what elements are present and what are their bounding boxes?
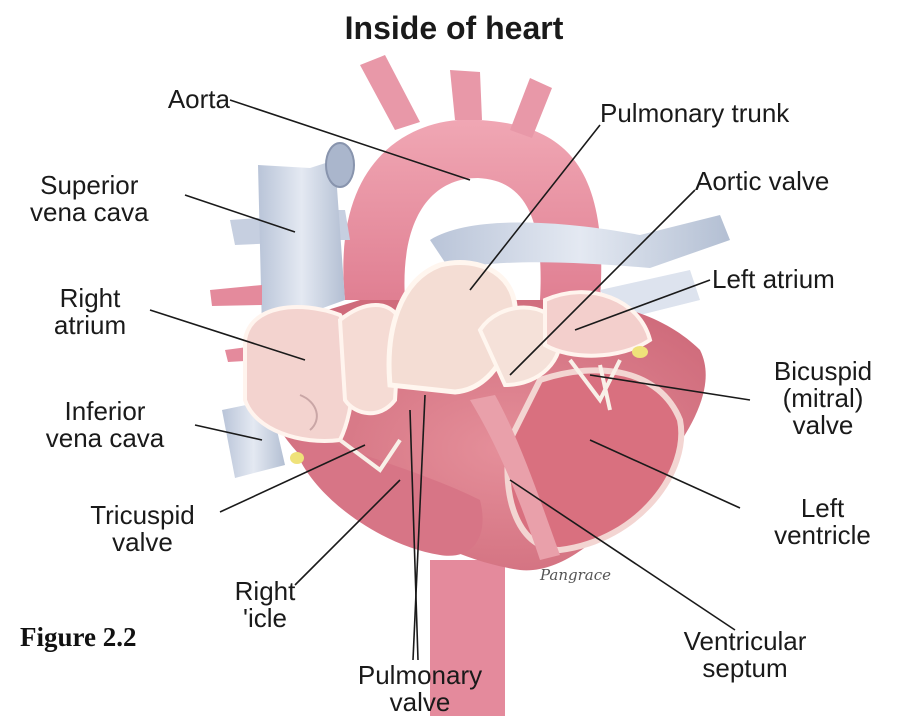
diagram-title: Inside of heart — [0, 10, 908, 47]
label-right-atrium: Right atrium — [30, 285, 150, 339]
label-left-ventricle: Left ventricle — [745, 495, 900, 549]
label-pulmonary-valve: Pulmonary valve — [325, 662, 515, 716]
label-tricuspid-valve: Tricuspid valve — [65, 502, 220, 556]
label-right-ventricle: Right 'icle — [205, 578, 325, 632]
artist-signature: Pangrace — [539, 566, 611, 584]
label-inferior-vena-cava: Inferior vena cava — [20, 398, 190, 452]
label-aortic-valve: Aortic valve — [695, 168, 829, 195]
label-aorta: Aorta — [130, 86, 230, 113]
label-bicuspid-valve: Bicuspid (mitral) valve — [748, 358, 898, 439]
label-pulmonary-trunk: Pulmonary trunk — [600, 100, 789, 127]
label-left-atrium: Left atrium — [712, 266, 835, 293]
right-atrium-chamber — [245, 307, 353, 441]
figure-caption: Figure 2.2 — [20, 622, 137, 653]
label-ventricular-septum: Ventricular septum — [650, 628, 840, 682]
label-superior-vena-cava: Superior vena cava — [30, 172, 149, 226]
superior-vena-cava — [258, 143, 354, 330]
